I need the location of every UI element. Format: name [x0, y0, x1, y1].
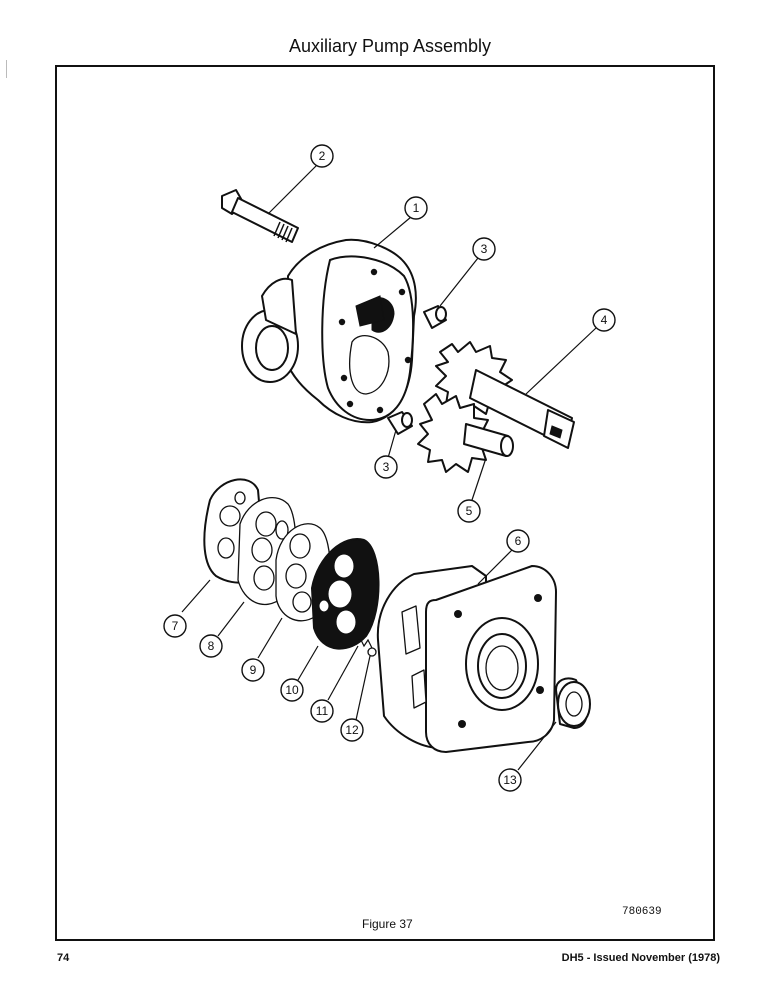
page-number: 74 [57, 952, 70, 964]
callout-8: 8 [199, 634, 223, 658]
leader-lines [181, 164, 597, 771]
callout-label: 4 [601, 313, 608, 327]
callout-1: 1 [404, 196, 428, 220]
callout-2: 2 [310, 144, 334, 168]
callout-label: 10 [285, 683, 299, 697]
figure-caption: Figure 37 [362, 917, 413, 931]
callout-3-upper: 3 [472, 237, 496, 261]
callout-label: 5 [466, 504, 473, 518]
callout-13: 13 [498, 768, 522, 792]
callout-4: 4 [592, 308, 616, 332]
issue-info: DH5 - Issued November (1978) [561, 952, 720, 964]
callout-label: 11 [316, 704, 329, 718]
callout-label: 3 [481, 242, 488, 256]
callout-label: 13 [503, 773, 517, 787]
part-pump-housing [241, 238, 417, 424]
callout-3-lower: 3 [374, 455, 398, 479]
callout-10: 10 [280, 678, 304, 702]
part-mounting-flange-body [376, 565, 557, 753]
part-wear-plate [310, 538, 380, 650]
part-ball [367, 647, 377, 657]
callout-label: 9 [250, 663, 257, 677]
callout-label: 2 [319, 149, 326, 163]
figure-reference-number: 780639 [622, 906, 662, 918]
callout-12: 12 [340, 718, 364, 742]
part-dowel-pin-upper [423, 305, 447, 329]
callout-label: 7 [172, 619, 179, 633]
part-bolt [221, 189, 299, 243]
figure-frame [55, 65, 715, 941]
callout-label: 6 [515, 534, 522, 548]
callout-6: 6 [506, 529, 530, 553]
part-dowel-pin-lower [387, 411, 413, 435]
part-shaft-seal [555, 677, 591, 729]
callout-label: 8 [208, 639, 215, 653]
callout-label: 3 [383, 460, 390, 474]
scan-margin-mark [6, 60, 7, 78]
part-spring [355, 636, 373, 649]
callout-11: 11 [310, 699, 334, 723]
callout-7: 7 [163, 614, 187, 638]
callout-label: 12 [345, 723, 359, 737]
page-title: Auxiliary Pump Assembly [288, 36, 492, 56]
callout-label: 1 [413, 201, 420, 215]
callout-5: 5 [457, 499, 481, 523]
part-driven-gear [417, 393, 514, 473]
callout-9: 9 [241, 658, 265, 682]
